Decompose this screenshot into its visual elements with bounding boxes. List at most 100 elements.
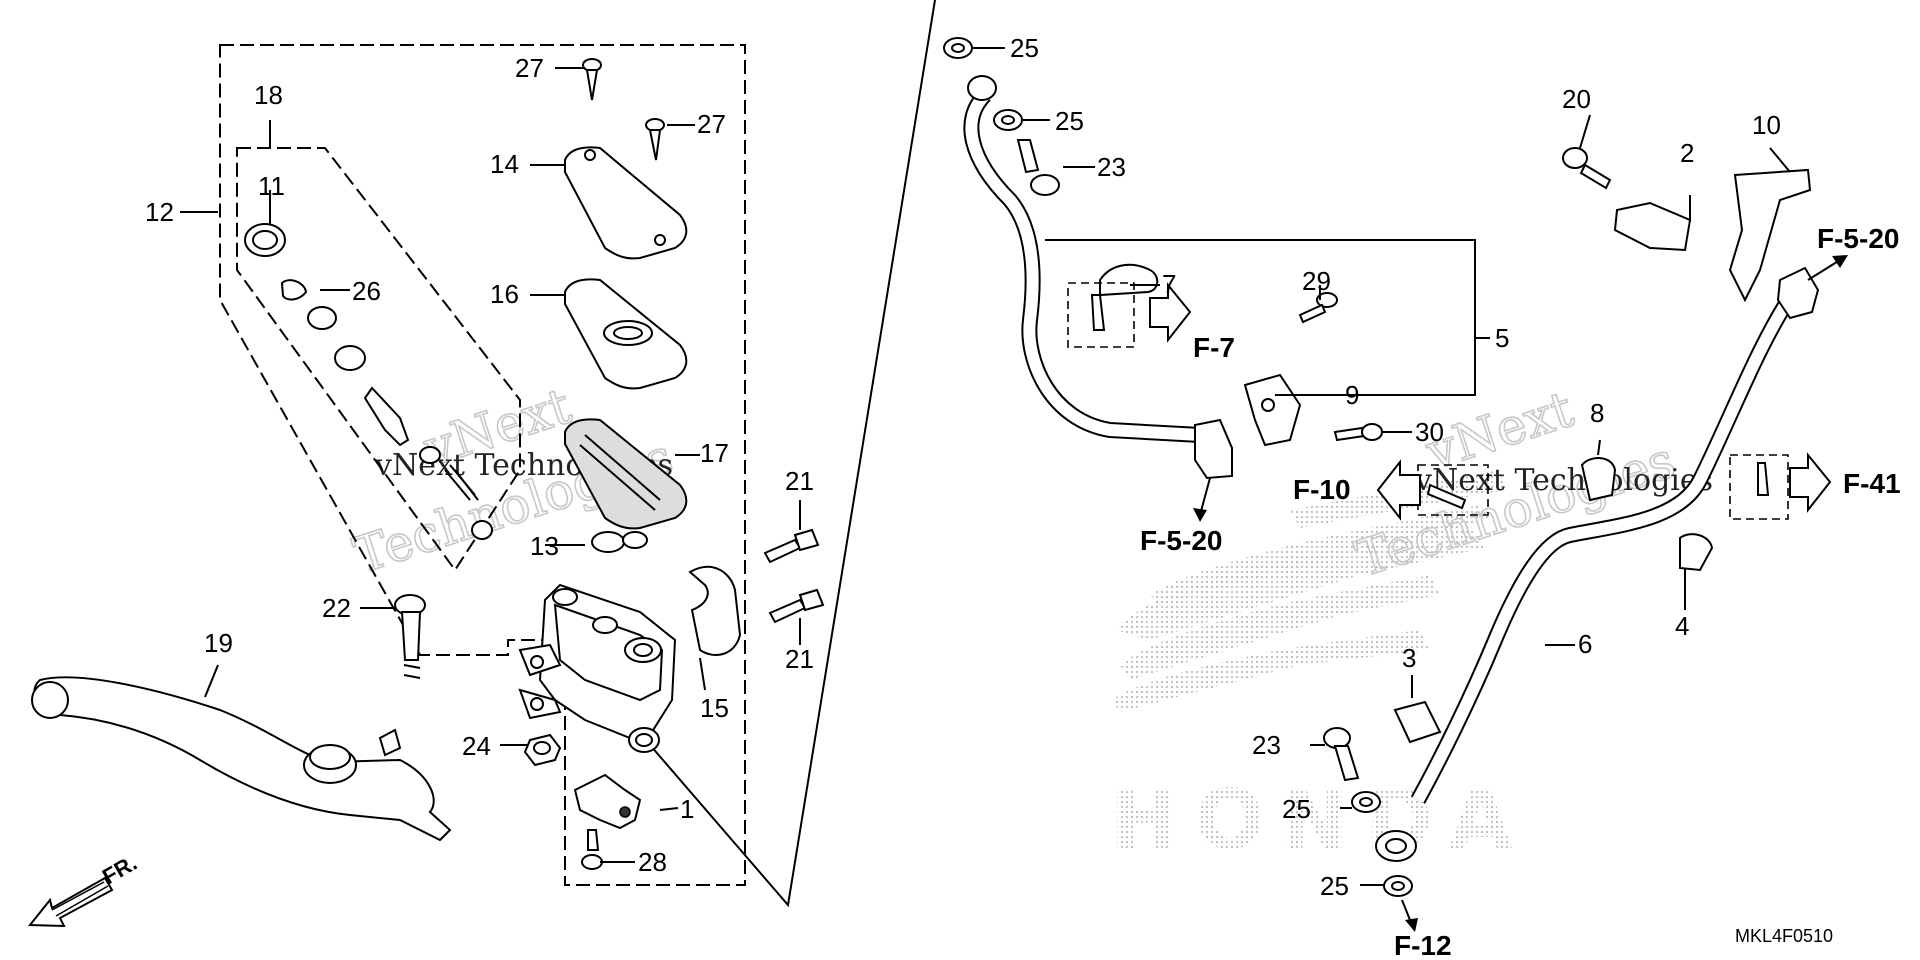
ref-f5-20-left: F-5-20 (1140, 525, 1222, 556)
divider-line (649, 0, 936, 908)
clamp-8 (1580, 457, 1617, 502)
callout-29: 29 (1302, 266, 1331, 296)
callout-12: 12 (145, 197, 174, 227)
callout-25b: 25 (1055, 106, 1084, 136)
diagram-code: MKL4F0510 (1735, 926, 1833, 946)
callout-14: 14 (490, 149, 519, 179)
callout-25a: 25 (1010, 33, 1039, 63)
callout-8: 8 (1590, 398, 1604, 428)
brake-switch (573, 773, 642, 830)
reservoir-cap (564, 146, 688, 260)
callout-20: 20 (1562, 84, 1591, 114)
washer-25d (1383, 875, 1413, 897)
piston-set (244, 223, 493, 540)
callout-24: 24 (462, 731, 491, 761)
callout-1: 1 (680, 794, 694, 824)
ref-f41: F-41 (1843, 468, 1901, 499)
callout-19: 19 (204, 628, 233, 658)
bolt-f41-detail (1757, 462, 1770, 496)
callout-22: 22 (322, 593, 351, 623)
callout-3: 3 (1402, 643, 1416, 673)
callout-25d: 25 (1320, 871, 1349, 901)
callout-26: 26 (352, 276, 381, 306)
washer-25b (993, 109, 1023, 131)
callout-6: 6 (1578, 629, 1592, 659)
bolt-21b (768, 588, 825, 624)
brake-lever (31, 676, 452, 842)
callout-5: 5 (1495, 323, 1509, 353)
bolt-f10-detail (1426, 483, 1467, 510)
ref-f10: F-10 (1293, 474, 1351, 505)
arrow-f41 (1789, 452, 1832, 513)
pin-clip (591, 531, 648, 553)
screw-27a (582, 58, 602, 101)
bolt-20 (1562, 147, 1612, 190)
ref-f5-20-right: F-5-20 (1817, 223, 1899, 254)
callout-25c: 25 (1282, 794, 1311, 824)
callout-23a: 23 (1097, 152, 1126, 182)
honda-wing-logo: HONDA (1110, 470, 1513, 868)
upper-brake-hose (963, 75, 1233, 480)
detail-box-f41 (1729, 454, 1789, 520)
callout-28: 28 (638, 847, 667, 877)
bolt-30 (1333, 423, 1383, 442)
washer-25c (1351, 791, 1381, 813)
ref-f7: F-7 (1193, 332, 1235, 363)
ref-f12: F-12 (1394, 930, 1452, 960)
front-arrow-icon (27, 876, 114, 928)
callout-11: 11 (258, 171, 285, 201)
detail-box-f7 (1067, 282, 1135, 348)
callout-4: 4 (1675, 611, 1689, 641)
lower-brake-hose (1375, 266, 1820, 862)
callout-9: 9 (1345, 380, 1359, 410)
callout-23b: 23 (1252, 730, 1281, 760)
leader-lines (180, 47, 1791, 886)
arrow-f5-20-right-line (1807, 259, 1841, 281)
screw-27b (645, 118, 665, 161)
bolt-29 (1298, 292, 1338, 324)
arrow-f5-20-right-head (1832, 255, 1848, 268)
callout-17: 17 (700, 438, 729, 468)
pivot-bolt (394, 594, 426, 679)
hose-guide-2 (1613, 201, 1692, 252)
assembly-outline-18 (236, 147, 521, 572)
callout-21a: 21 (785, 466, 814, 496)
clamp-7 (1099, 263, 1159, 297)
washer-25a (943, 37, 973, 59)
callout-27a: 27 (515, 53, 544, 83)
arrow-f5-20-left-head (1193, 508, 1207, 522)
pivot-nut (523, 733, 562, 767)
callout-18: 18 (254, 80, 283, 110)
bolt-23a (1016, 139, 1060, 196)
arrow-f12-head (1405, 918, 1418, 932)
master-cylinder-body (518, 583, 677, 753)
stay-9 (1243, 373, 1302, 447)
diaphragm (564, 418, 688, 530)
diaphragm-plate (564, 278, 688, 390)
callout-numbers: 1 2 3 4 5 6 7 8 9 10 11 12 13 14 15 16 1… (145, 33, 1781, 901)
assembly-outline-12 (219, 44, 746, 886)
callout-30: 30 (1415, 417, 1444, 447)
arrow-f5-20-left-line (1199, 477, 1211, 516)
grommet-3 (1393, 700, 1442, 744)
bolt-f7-detail (1090, 294, 1106, 331)
callout-15: 15 (700, 693, 729, 723)
callout-21b: 21 (785, 644, 814, 674)
callout-13: 13 (530, 531, 559, 561)
switch-screw (581, 829, 603, 870)
clamp-4 (1679, 533, 1714, 572)
bracket-10 (1728, 168, 1812, 303)
bolt-21a (763, 528, 820, 564)
arrow-f10 (1376, 459, 1421, 521)
bolt-23b (1323, 727, 1360, 782)
callout-2: 2 (1680, 138, 1694, 168)
watermark-small-right: vNext Technologies (1414, 463, 1713, 498)
callout-10: 10 (1752, 110, 1781, 140)
reference-labels: F-7 F-5-20 F-10 F-5-20 F-41 F-12 (1140, 223, 1901, 960)
arrow-f7 (1149, 282, 1192, 343)
holder-clamp (688, 565, 742, 656)
callout-16: 16 (490, 279, 519, 309)
callout-7: 7 (1162, 269, 1176, 299)
callout-27b: 27 (697, 109, 726, 139)
